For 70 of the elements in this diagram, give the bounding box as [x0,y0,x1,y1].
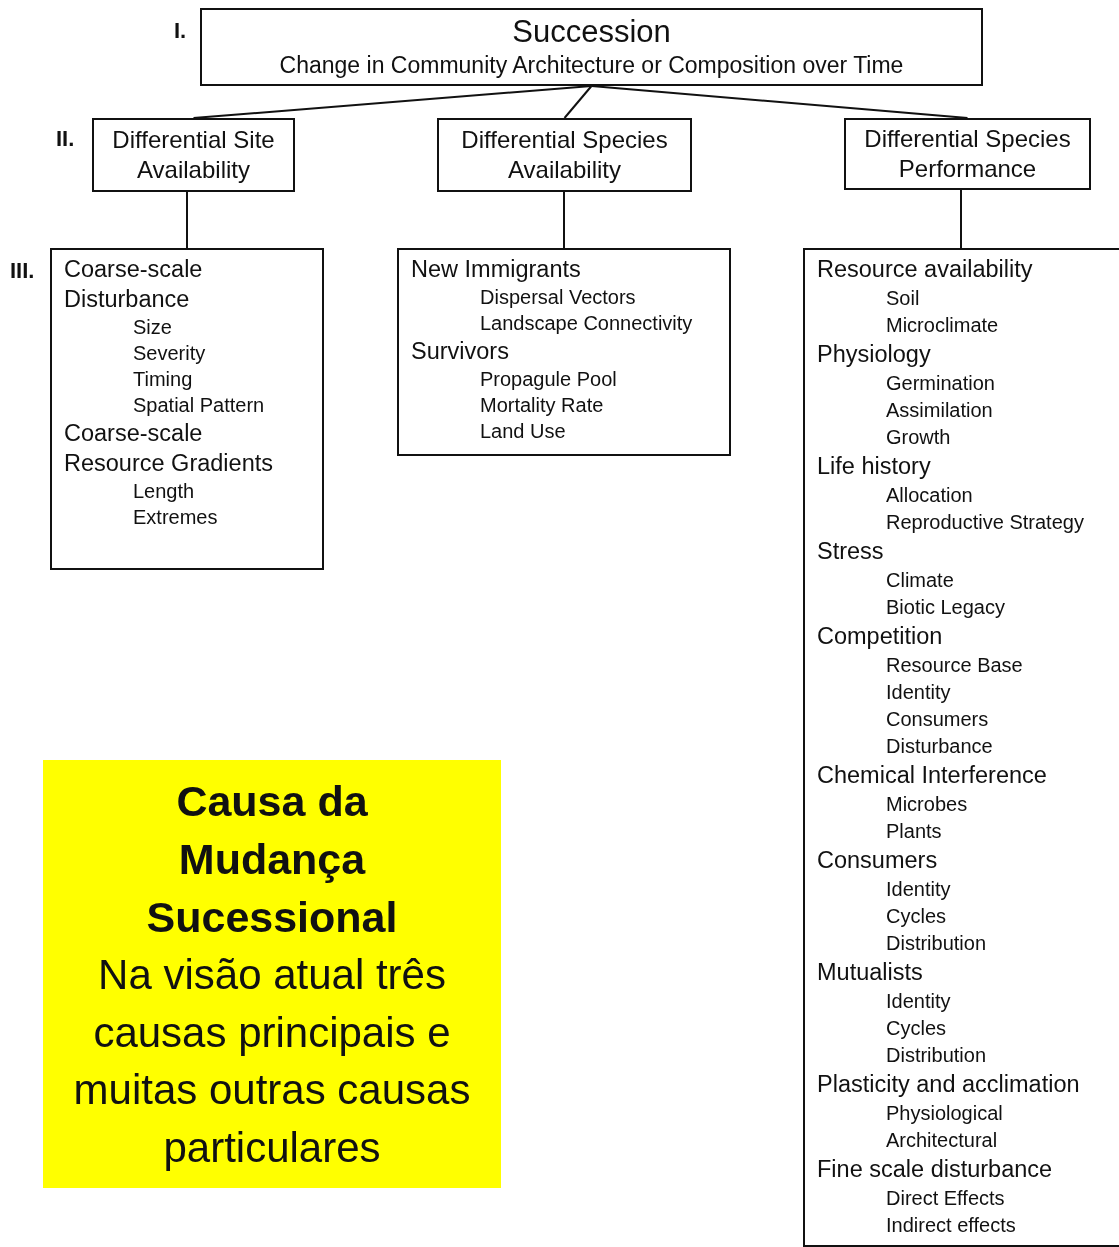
concept-box [397,248,731,456]
subtitle: Change in Community Architecture or Composition over Time [279,51,904,80]
factor-item: Growth [885,425,951,450]
concept-box [803,248,1119,1247]
factor-item: Extremes [132,505,218,530]
box-heading: Succession [512,14,671,50]
level-numeral: I. [174,18,187,44]
factor-item: Cycles [885,1016,946,1041]
factor-item: Mortality Rate [479,393,604,418]
category-label: Differential Species Availability [460,125,669,185]
factor-item: Identity [885,877,951,902]
level-numeral: III. [10,258,35,284]
factor-heading: Mutualists [817,958,924,987]
category-label: Differential Site Availability [111,125,276,185]
factor-heading: Fine scale disturbance [817,1155,1054,1184]
factor-item: Dispersal Vectors [479,285,636,310]
factor-item: Cycles [885,904,946,929]
factor-item: Plants [885,819,942,844]
factor-item: Physiological [885,1101,1003,1126]
concept-box [437,118,692,192]
factor-heading: Stress [817,537,885,566]
factor-heading: Survivors [411,337,510,366]
connector-line [563,85,593,119]
factor-heading: Consumers [817,846,939,875]
factor-item: Severity [132,341,206,366]
factor-item: Identity [885,989,951,1014]
factor-item: Reproductive Strategy [885,510,1084,535]
factor-item: Microbes [885,792,968,817]
factor-item: Land Use [479,419,566,444]
factor-item: Soil [885,286,920,311]
note-box [43,760,501,1188]
concept-box [844,118,1091,190]
factor-item: Length [132,479,195,504]
factor-item: Allocation [885,483,973,508]
note-text: Na visão atual três causas principais e muitas outras causas particulares [72,950,472,1173]
factor-item: Direct Effects [885,1186,1005,1211]
connector-line [960,189,962,249]
factor-item: Germination [885,371,995,396]
factor-heading: Resource availability [817,255,1034,284]
factor-item: Resource Base [885,653,1023,678]
factor-heading: Physiology [817,340,932,369]
connector-line [563,191,565,249]
factor-item: Distribution [885,1043,987,1068]
factor-item: Spatial Pattern [132,393,265,418]
factor-item: Distribution [885,931,987,956]
factor-item: Indirect effects [885,1213,1016,1238]
factor-item: Landscape Connectivity [479,311,693,336]
factor-item: Assimilation [885,398,993,423]
connector-line [186,191,188,249]
factor-item: Disturbance [885,734,993,759]
factor-heading: Chemical Interference [817,761,1048,790]
factor-item: Architectural [885,1128,998,1153]
factor-item: Identity [885,680,951,705]
factor-heading: New Immigrants [411,255,582,284]
factor-item: Biotic Legacy [885,595,1005,620]
note-heading: Causa da Mudança Sucessional [145,776,399,943]
factor-item: Propagule Pool [479,367,617,392]
factor-heading: Competition [817,622,944,651]
category-label: Differential Species Performance [863,124,1072,184]
factor-heading: Coarse-scale Disturbance [64,255,204,314]
factor-item: Timing [132,367,193,392]
factor-heading: Life history [817,452,932,481]
factor-heading: Plasticity and acclimation [817,1070,1081,1099]
factor-item: Size [132,315,172,340]
factor-item: Microclimate [885,313,999,338]
factor-item: Climate [885,568,954,593]
level-numeral: II. [56,126,75,152]
factor-item: Consumers [885,707,989,732]
factor-heading: Coarse-scale Resource Gradients [64,419,274,478]
connector-line [590,85,969,119]
